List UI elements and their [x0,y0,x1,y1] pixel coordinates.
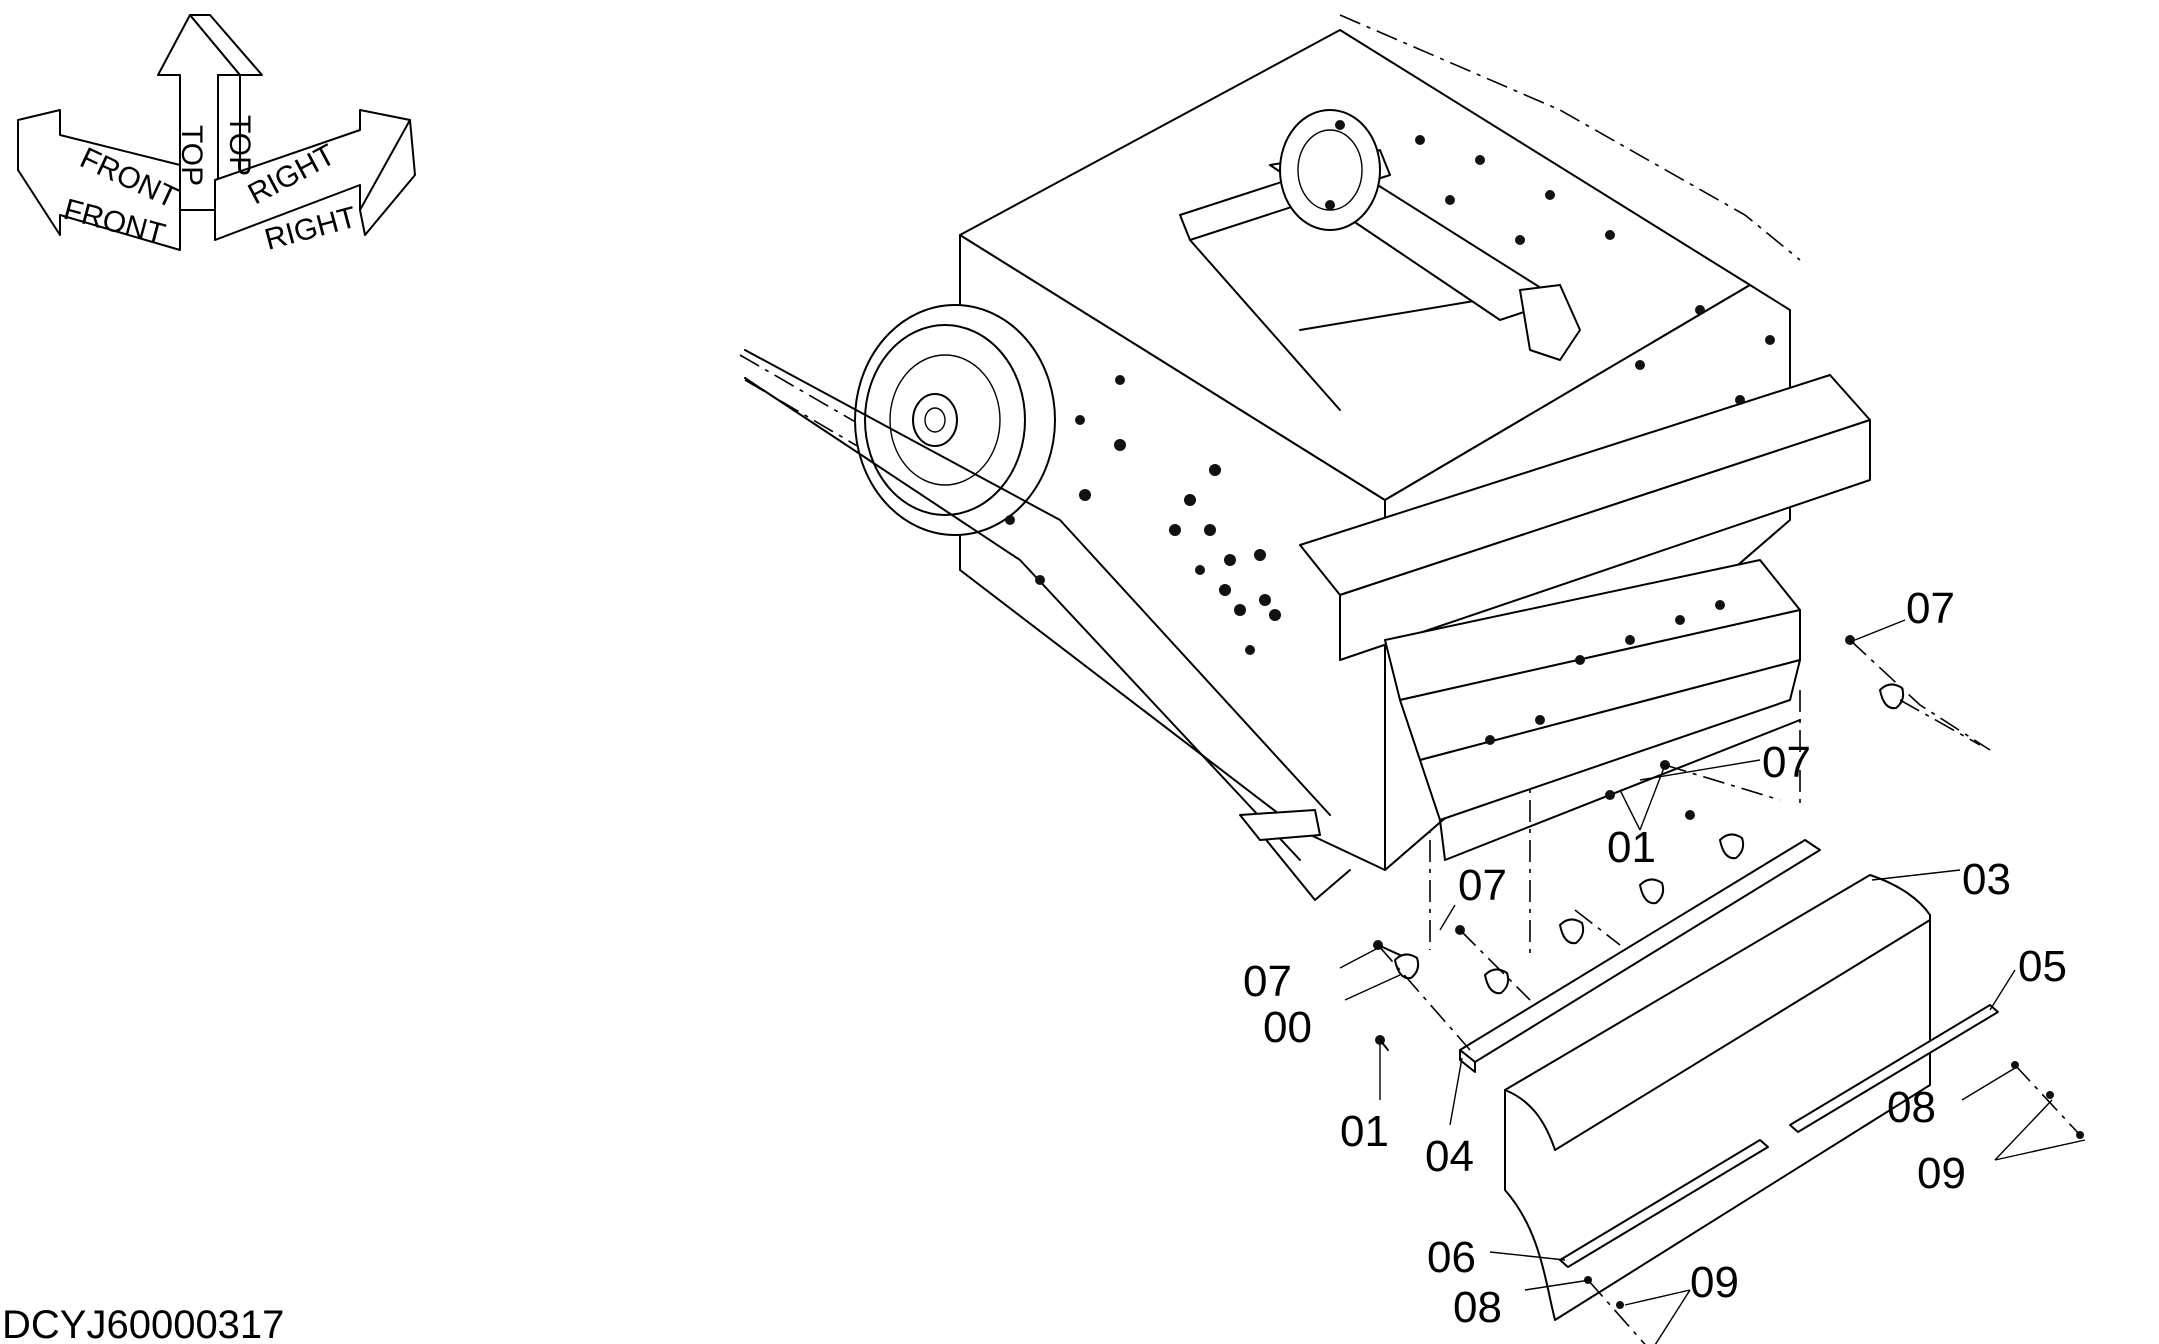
shield-assembly [1373,635,2084,1344]
drive-wheel [854,304,1056,536]
callout-06: 06 [1427,1233,1476,1282]
clamp-brackets [1394,683,1905,995]
callout-03: 03 [1962,855,2011,904]
header-frame [739,14,1871,960]
callout-08: 08 [1887,1083,1936,1132]
callout-07: 07 [1906,584,1955,633]
callout-08: 08 [1453,1283,1502,1332]
callout-labels: 07 07 01 07 03 07 05 00 08 01 04 09 06 0… [1243,584,2067,1332]
callout-07: 07 [1762,738,1811,787]
callout-07: 07 [1243,957,1292,1006]
orientation-top-label-shadow: TOP [223,115,256,176]
part-05-strip [1789,1004,1999,1133]
callout-01: 01 [1607,823,1656,872]
callout-00: 00 [1263,1003,1312,1052]
orientation-indicator: TOP TOP FRONT FRONT RIGHT RIGHT [17,14,416,257]
part-06-strip [1559,1139,1769,1268]
callout-01: 01 [1340,1107,1389,1156]
callout-09: 09 [1690,1258,1739,1307]
callout-05: 05 [2018,942,2067,991]
callout-07: 07 [1458,861,1507,910]
callout-09: 09 [1917,1149,1966,1198]
drawing-id: DCYJ60000317 [2,1303,284,1344]
orientation-top-label: TOP [175,125,208,186]
leader-lines [1339,619,2086,1344]
frame-bolts [1005,120,1775,745]
callout-04: 04 [1425,1132,1474,1181]
